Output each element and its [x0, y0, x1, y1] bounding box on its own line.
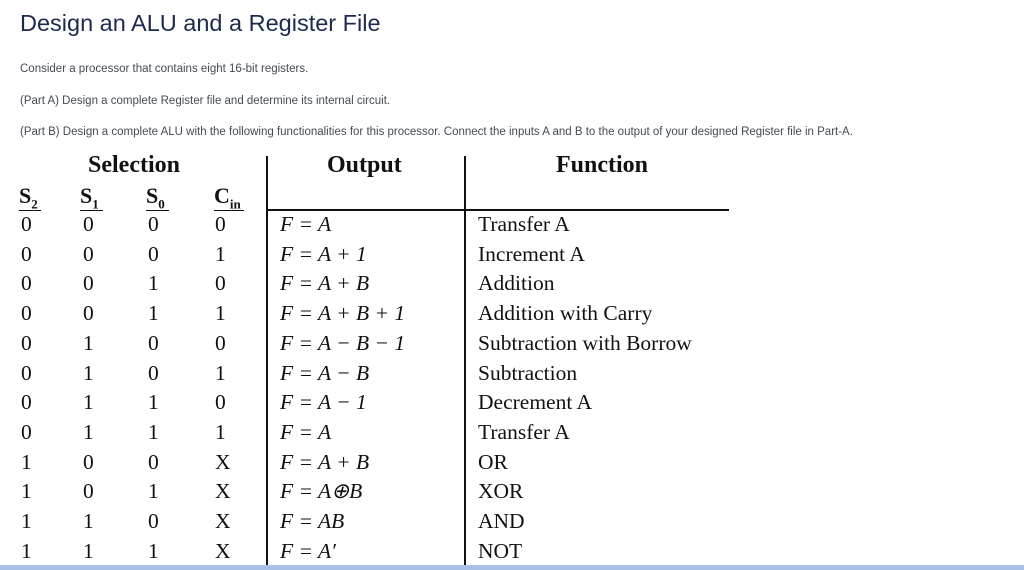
- s1-cell: 1: [83, 330, 94, 355]
- selection-header: Selection: [88, 152, 180, 178]
- s2-cell: 0: [21, 241, 32, 266]
- cin-underline: [214, 210, 244, 212]
- s2-cell: 1: [21, 479, 32, 504]
- output-header: Output: [327, 152, 402, 178]
- s2-cell: 0: [21, 330, 32, 355]
- output-cell: F = A + B + 1: [280, 301, 406, 326]
- cin-cell: X: [215, 509, 231, 533]
- s0-cell: 0: [148, 241, 159, 266]
- s0-cell: 1: [148, 538, 159, 563]
- s1-header: S1: [80, 183, 99, 212]
- divider-output-function: [464, 156, 466, 566]
- bottom-scroll-bar: [0, 565, 1024, 570]
- s2-cell: 1: [21, 449, 32, 474]
- s0-cell: 1: [148, 479, 159, 504]
- divider-selection-output: [266, 156, 268, 566]
- output-cell: F = A − B: [280, 360, 370, 385]
- cin-cell: 1: [215, 419, 226, 444]
- s1-cell: 0: [83, 271, 94, 296]
- function-cell: Transfer A: [478, 212, 570, 236]
- s0-cell: 1: [148, 390, 159, 415]
- s2-underline: [19, 210, 41, 212]
- s2-cell: 1: [21, 509, 32, 533]
- output-cell: F = A − 1: [280, 390, 367, 415]
- function-cell: Subtraction: [478, 360, 578, 385]
- s0-cell: 0: [148, 360, 159, 385]
- s2-cell: 0: [21, 360, 32, 385]
- function-cell: Addition with Carry: [478, 301, 653, 326]
- page-title: Design an ALU and a Register File: [20, 10, 381, 36]
- s1-cell: 0: [83, 449, 94, 474]
- s1-cell: 1: [83, 390, 94, 415]
- function-cell: Increment A: [478, 241, 585, 266]
- output-cell: F = A: [280, 212, 332, 236]
- function-cell: AND: [478, 509, 525, 533]
- part-a-paragraph: (Part A) Design a complete Register file…: [20, 95, 391, 107]
- s1-cell: 1: [83, 538, 94, 563]
- cin-cell: X: [215, 449, 231, 474]
- function-cell: Subtraction with Borrow: [478, 330, 692, 355]
- s2-header: S2: [19, 183, 38, 212]
- s0-cell: 0: [148, 212, 159, 236]
- cin-cell: 0: [215, 212, 226, 236]
- cin-cell: X: [215, 538, 231, 563]
- s0-header: S0: [146, 183, 165, 212]
- cin-cell: X: [215, 479, 231, 504]
- output-cell: F = A′: [280, 538, 336, 563]
- s0-cell: 0: [148, 509, 159, 533]
- output-cell: F = A + 1: [280, 241, 367, 266]
- function-cell: Transfer A: [478, 419, 570, 444]
- function-cell: Addition: [478, 271, 555, 296]
- s0-cell: 1: [148, 271, 159, 296]
- output-cell: F = A − B − 1: [280, 330, 406, 355]
- part-b-paragraph: (Part B) Design a complete ALU with the …: [20, 126, 853, 138]
- output-cell: F = A + B: [280, 271, 370, 296]
- function-cell: NOT: [478, 538, 523, 563]
- output-cell: F = AB: [280, 509, 345, 533]
- alu-function-table: Selection Output Function S2 S1 S0 Cin 0…: [0, 150, 740, 566]
- s1-cell: 0: [83, 212, 94, 236]
- s2-cell: 0: [21, 271, 32, 296]
- output-cell: F = A + B: [280, 449, 370, 474]
- cin-cell: 0: [215, 330, 226, 355]
- s2-cell: 0: [21, 212, 32, 236]
- s0-cell: 0: [148, 330, 159, 355]
- cin-cell: 1: [215, 301, 226, 326]
- function-header: Function: [556, 152, 649, 178]
- output-cell: F = A⊕B: [280, 479, 363, 504]
- cin-cell: 0: [215, 271, 226, 296]
- s0-cell: 1: [148, 301, 159, 326]
- s0-underline: [146, 210, 169, 212]
- s0-cell: 1: [148, 419, 159, 444]
- s1-underline: [80, 210, 103, 212]
- cin-cell: 1: [215, 360, 226, 385]
- s1-cell: 0: [83, 241, 94, 266]
- s1-cell: 0: [83, 479, 94, 504]
- header-rule: [266, 209, 729, 211]
- cin-cell: 1: [215, 241, 226, 266]
- s1-cell: 1: [83, 509, 94, 533]
- function-cell: Decrement A: [478, 390, 593, 415]
- cin-header: Cin: [214, 183, 241, 212]
- output-cell: F = A: [280, 419, 332, 444]
- s2-cell: 0: [21, 390, 32, 415]
- s2-cell: 0: [21, 419, 32, 444]
- s0-cell: 0: [148, 449, 159, 474]
- s1-cell: 0: [83, 301, 94, 326]
- function-cell: XOR: [478, 479, 524, 504]
- s2-cell: 0: [21, 301, 32, 326]
- cin-cell: 0: [215, 390, 226, 415]
- s1-cell: 1: [83, 419, 94, 444]
- intro-paragraph: Consider a processor that contains eight…: [20, 63, 309, 75]
- function-cell: OR: [478, 449, 508, 474]
- s2-cell: 1: [21, 538, 32, 563]
- s1-cell: 1: [83, 360, 94, 385]
